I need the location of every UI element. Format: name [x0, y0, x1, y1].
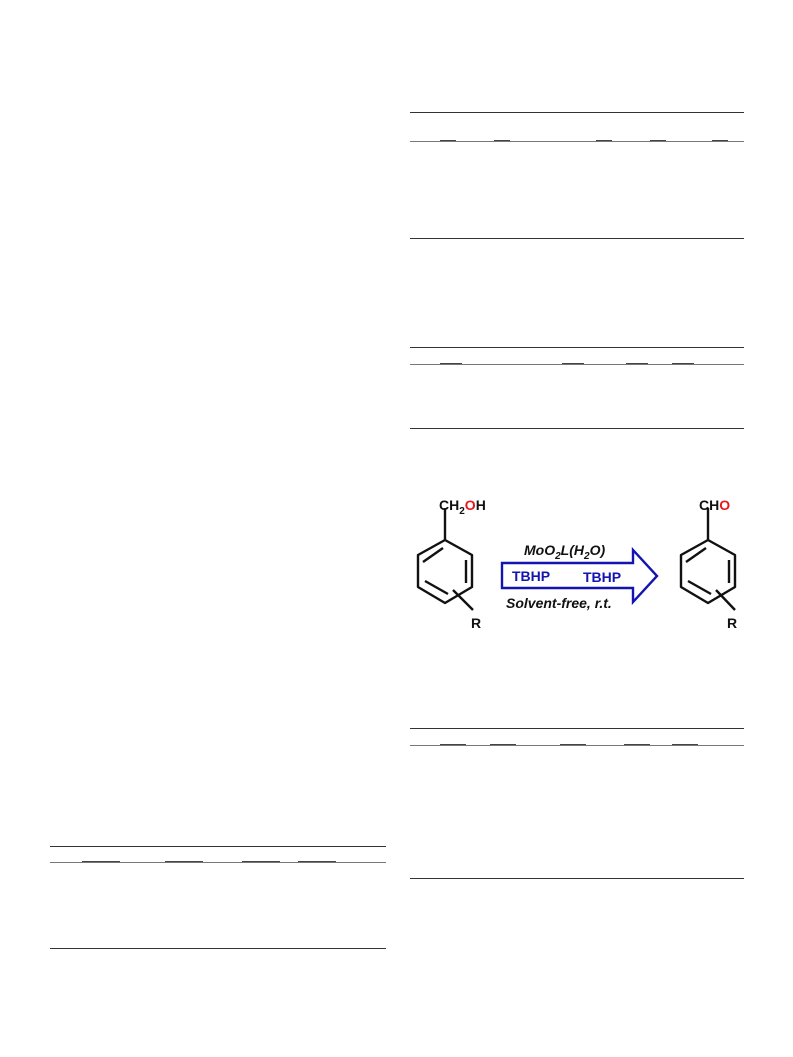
table2-header-dash — [562, 363, 584, 364]
table3-header-dash — [490, 744, 516, 745]
oxidant-in-label: TBHP — [512, 568, 550, 584]
left-table-header-rule — [50, 862, 386, 863]
table1-header-dash — [650, 140, 666, 141]
oxidant-out-label: TBHP — [583, 569, 621, 585]
product-substituent-label: R — [727, 615, 737, 631]
table3-header-dash — [440, 744, 466, 745]
left-table-header-dash — [165, 861, 203, 862]
table1-top-rule — [410, 112, 744, 113]
left-table-top-rule — [50, 846, 386, 847]
table1-header-rule — [410, 141, 744, 142]
reactant-ch-text: CH — [439, 497, 459, 513]
table1-header-dash — [494, 140, 510, 141]
left-table-bottom-rule — [50, 948, 386, 949]
table1-header-dash — [596, 140, 612, 141]
conditions-label: Solvent-free, r.t. — [506, 595, 612, 611]
table3-header-dash — [560, 744, 586, 745]
reaction-arrow — [500, 546, 659, 606]
table3-top-rule — [410, 728, 744, 729]
left-table-header-dash — [82, 861, 120, 862]
reactant-hydroxymethyl-label: CH2OH — [439, 497, 486, 517]
product-ch-text: CH — [699, 497, 719, 513]
reactant-substituent-label: R — [471, 615, 481, 631]
table1-bottom-rule — [410, 238, 744, 239]
table2-top-rule — [410, 347, 744, 348]
table3-bottom-rule — [410, 878, 744, 879]
table2-header-rule — [410, 364, 744, 365]
reactant-benzene-ring — [416, 508, 474, 611]
table2-header-dash — [626, 363, 648, 364]
table2-header-dash — [672, 363, 694, 364]
table3-header-rule — [410, 745, 744, 746]
product-oxygen-text: O — [719, 497, 730, 513]
product-aldehyde-label: CHO — [699, 497, 730, 513]
table2-header-dash — [440, 363, 462, 364]
left-table-header-dash — [298, 861, 336, 862]
reaction-scheme: CH2OH R MoO2L(H2O) TBHP TBHP Solvent-fre… — [416, 497, 737, 631]
table1-header-dash — [440, 140, 456, 141]
reactant-subscript-2: 2 — [459, 506, 465, 517]
reactant-oxygen-text: O — [465, 497, 476, 513]
table1-header-dash — [712, 140, 728, 141]
table3-header-dash — [624, 744, 650, 745]
left-table-header-dash — [242, 861, 280, 862]
reactant-h-text: H — [476, 497, 486, 513]
table2-bottom-rule — [410, 428, 744, 429]
table3-header-dash — [672, 744, 698, 745]
catalyst-label: MoO2L(H2O) — [524, 542, 605, 562]
product-benzene-ring — [679, 508, 737, 611]
